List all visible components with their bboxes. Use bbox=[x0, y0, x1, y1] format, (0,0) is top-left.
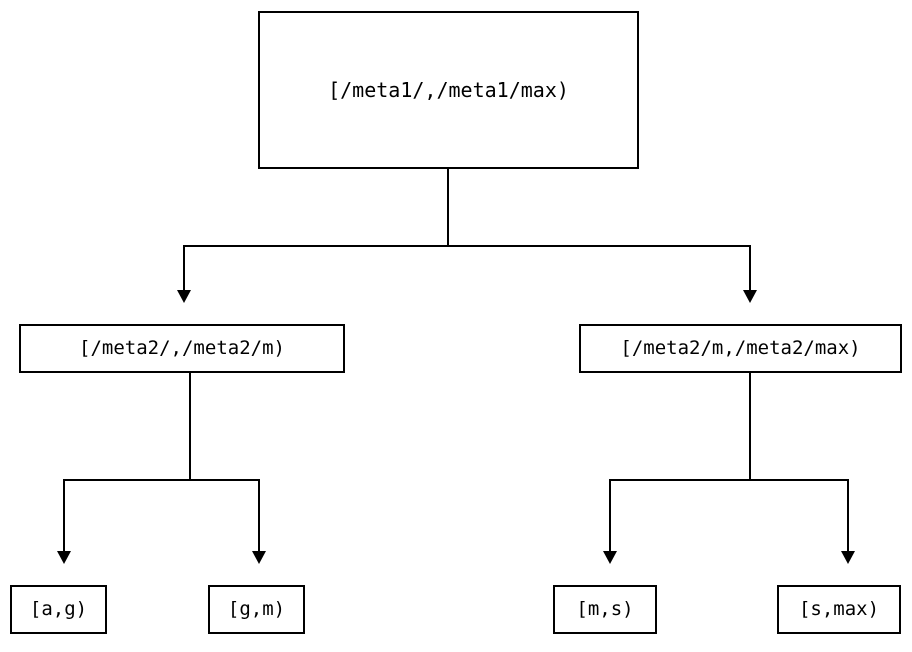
edge-mid-left-trunk bbox=[189, 373, 191, 481]
tree-node-root-label: [/meta1/,/meta1/max) bbox=[328, 78, 569, 102]
tree-node-mid-right[interactable]: [/meta2/m,/meta2/max) bbox=[579, 324, 902, 373]
arrowhead-leaf-3-icon bbox=[603, 551, 617, 564]
edge-mid-left-to-leaf-1 bbox=[63, 479, 65, 551]
tree-node-mid-left-label: [/meta2/,/meta2/m) bbox=[79, 337, 285, 359]
tree-node-root[interactable]: [/meta1/,/meta1/max) bbox=[258, 11, 639, 169]
edge-root-crossbar bbox=[183, 245, 751, 247]
edge-root-trunk bbox=[447, 169, 449, 247]
edge-root-to-mid-left bbox=[183, 245, 185, 290]
tree-node-leaf-1-label: [a,g) bbox=[29, 598, 88, 620]
edge-mid-right-crossbar bbox=[609, 479, 849, 481]
edge-mid-right-trunk bbox=[749, 373, 751, 481]
tree-node-leaf-3[interactable]: [m,s) bbox=[553, 585, 657, 634]
edge-mid-left-crossbar bbox=[63, 479, 260, 481]
tree-node-leaf-3-label: [m,s) bbox=[576, 598, 634, 620]
edge-mid-right-to-leaf-3 bbox=[609, 479, 611, 551]
arrowhead-mid-left-icon bbox=[177, 290, 191, 303]
edge-mid-left-to-leaf-2 bbox=[258, 479, 260, 551]
arrowhead-leaf-4-icon bbox=[841, 551, 855, 564]
tree-node-leaf-2[interactable]: [g,m) bbox=[208, 585, 305, 634]
tree-node-mid-right-label: [/meta2/m,/meta2/max) bbox=[620, 337, 861, 359]
arrowhead-leaf-1-icon bbox=[57, 551, 71, 564]
tree-node-mid-left[interactable]: [/meta2/,/meta2/m) bbox=[19, 324, 345, 373]
tree-node-leaf-4[interactable]: [s,max) bbox=[777, 585, 901, 634]
edge-mid-right-to-leaf-4 bbox=[847, 479, 849, 551]
arrowhead-leaf-2-icon bbox=[252, 551, 266, 564]
tree-node-leaf-2-label: [g,m) bbox=[227, 598, 286, 620]
tree-node-leaf-1[interactable]: [a,g) bbox=[10, 585, 107, 634]
edge-root-to-mid-right bbox=[749, 245, 751, 290]
arrowhead-mid-right-icon bbox=[743, 290, 757, 303]
tree-node-leaf-4-label: [s,max) bbox=[798, 598, 880, 620]
